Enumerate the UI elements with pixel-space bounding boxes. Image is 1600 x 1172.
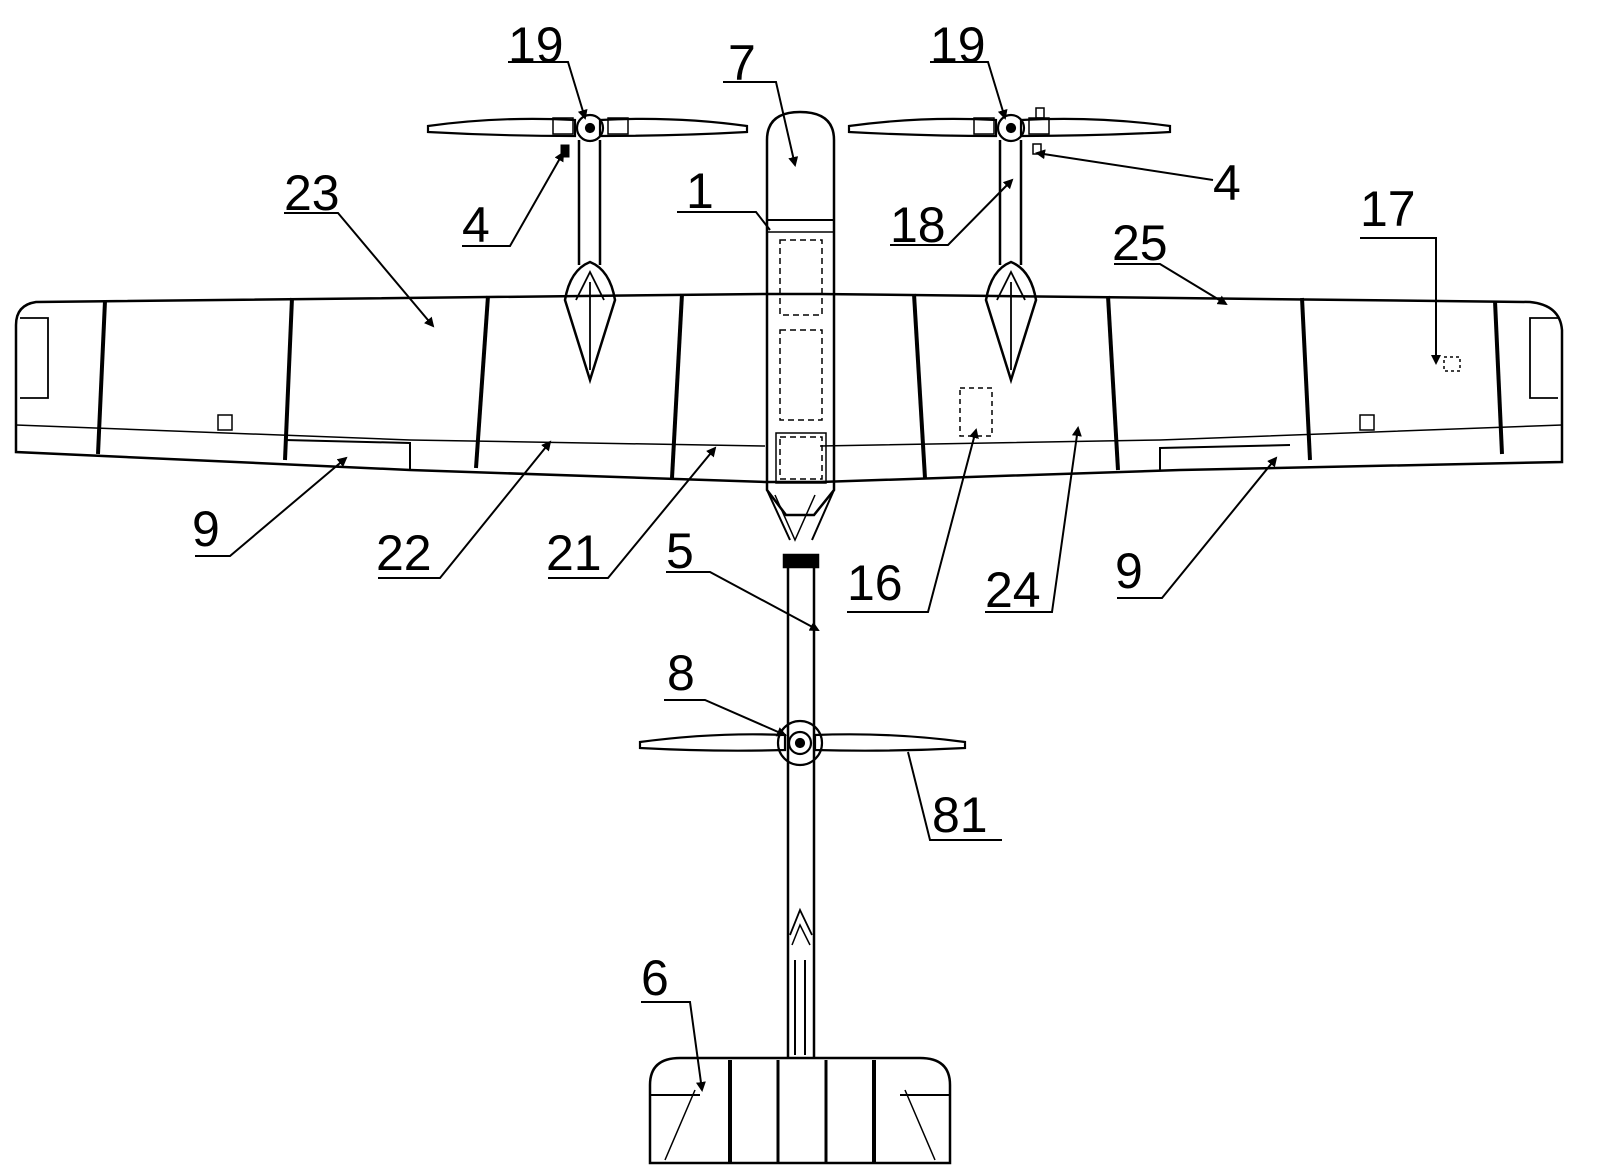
label-18: 18 [890, 197, 946, 253]
label-22: 22 [376, 525, 432, 581]
label-19-right: 19 [930, 17, 986, 73]
label-7: 7 [728, 35, 756, 91]
label-8: 8 [667, 645, 695, 701]
label-6: 6 [641, 950, 669, 1006]
label-16: 16 [847, 555, 903, 611]
left-propeller [428, 115, 747, 157]
label-24: 24 [985, 562, 1041, 618]
label-19-left: 19 [508, 17, 564, 73]
horizontal-tail [650, 1058, 950, 1163]
label-5: 5 [666, 523, 694, 579]
tail-boom [788, 567, 814, 1058]
label-21: 21 [546, 525, 602, 581]
label-25: 25 [1112, 215, 1168, 271]
label-17: 17 [1360, 181, 1416, 237]
main-wing [16, 294, 1562, 482]
wing-panel-lines [98, 294, 1502, 478]
right-propeller [849, 108, 1170, 154]
rear-propeller [640, 721, 965, 765]
label-4-right: 4 [1213, 155, 1241, 211]
label-4-left: 4 [462, 197, 490, 253]
right-motor-boom [986, 140, 1036, 380]
sensor-box-17 [1444, 357, 1460, 371]
fuselage [767, 112, 834, 567]
sensor-box-16 [960, 388, 992, 436]
label-81: 81 [932, 787, 988, 843]
left-motor-boom [565, 140, 615, 380]
label-1: 1 [686, 163, 714, 219]
label-9-right: 9 [1115, 543, 1143, 599]
label-23: 23 [284, 165, 340, 221]
label-9-left: 9 [192, 501, 220, 557]
